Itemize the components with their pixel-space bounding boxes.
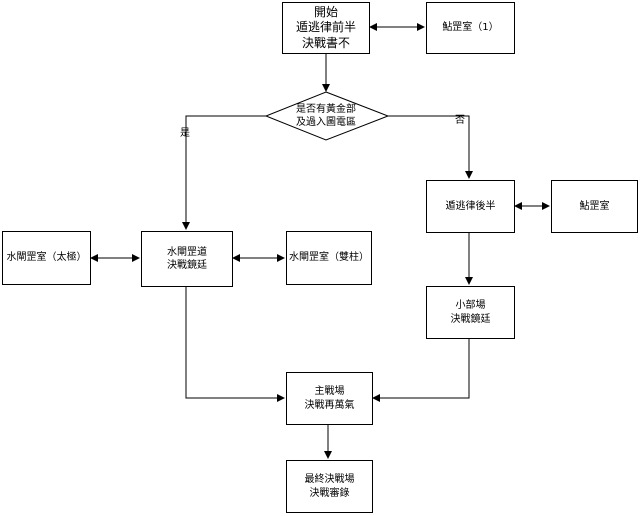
water-left-node: 水閘罡室（太極） — [2, 231, 91, 285]
edge-main-mainarena — [185, 287, 285, 402]
edge-decision-no — [388, 115, 473, 179]
room1-node: 鮎罡室（1） — [426, 2, 515, 54]
start-line2: 遁逃律前半 — [295, 20, 356, 35]
final-node: 最終決戰場 決戰審錄 — [286, 460, 373, 513]
room2-label: 鮎罡室 — [579, 200, 610, 212]
water-left-label: 水閘罡室（太極） — [6, 252, 87, 264]
main-arena-line1: 主戰場 — [314, 386, 345, 397]
decision-line2: 及過入圖電區 — [296, 117, 356, 128]
water-right-node: 水閘罡室（雙柱） — [286, 231, 372, 285]
final-line1: 最終決戰場 — [304, 474, 355, 485]
main-arena-line2: 決戰再萬氣 — [304, 399, 355, 411]
water-main-line2: 決戰鏡廷 — [167, 260, 207, 271]
start-line3: 決戰書不 — [301, 35, 350, 50]
decision-node: 是否有黃金部 及過入圖電區 — [284, 102, 368, 130]
start-line1: 開始 — [313, 4, 338, 19]
decision-line1: 是否有黃金部 — [296, 103, 356, 115]
start-node: 開始 遁逃律前半 決戰書不 — [282, 2, 370, 54]
edge-decision-yes — [182, 115, 266, 230]
water-main-line1: 水閘罡道 — [167, 246, 207, 258]
main-arena-node: 主戰場 決戰再萬氣 — [286, 372, 373, 425]
small-arena-node: 小部場 決戰鏡廷 — [426, 286, 515, 339]
escape-back-node: 遁逃律後半 — [426, 180, 515, 233]
room1-label: 鮎罡室（1） — [442, 22, 499, 34]
water-right-label: 水閘罡室（雙柱） — [289, 252, 369, 264]
water-main-node: 水閘罡道 決戰鏡廷 — [141, 231, 233, 287]
yes-label: 是 — [180, 128, 190, 139]
edge-small-mainarena — [372, 339, 470, 402]
small-arena-line1: 小部場 — [455, 300, 486, 311]
no-label: 否 — [455, 115, 465, 126]
room2-node: 鮎罡室 — [551, 180, 638, 233]
decision-diamond — [264, 91, 390, 141]
small-arena-line2: 決戰鏡廷 — [450, 313, 491, 325]
final-line2: 決戰審錄 — [309, 487, 350, 499]
escape-back-label: 遁逃律後半 — [445, 200, 496, 212]
